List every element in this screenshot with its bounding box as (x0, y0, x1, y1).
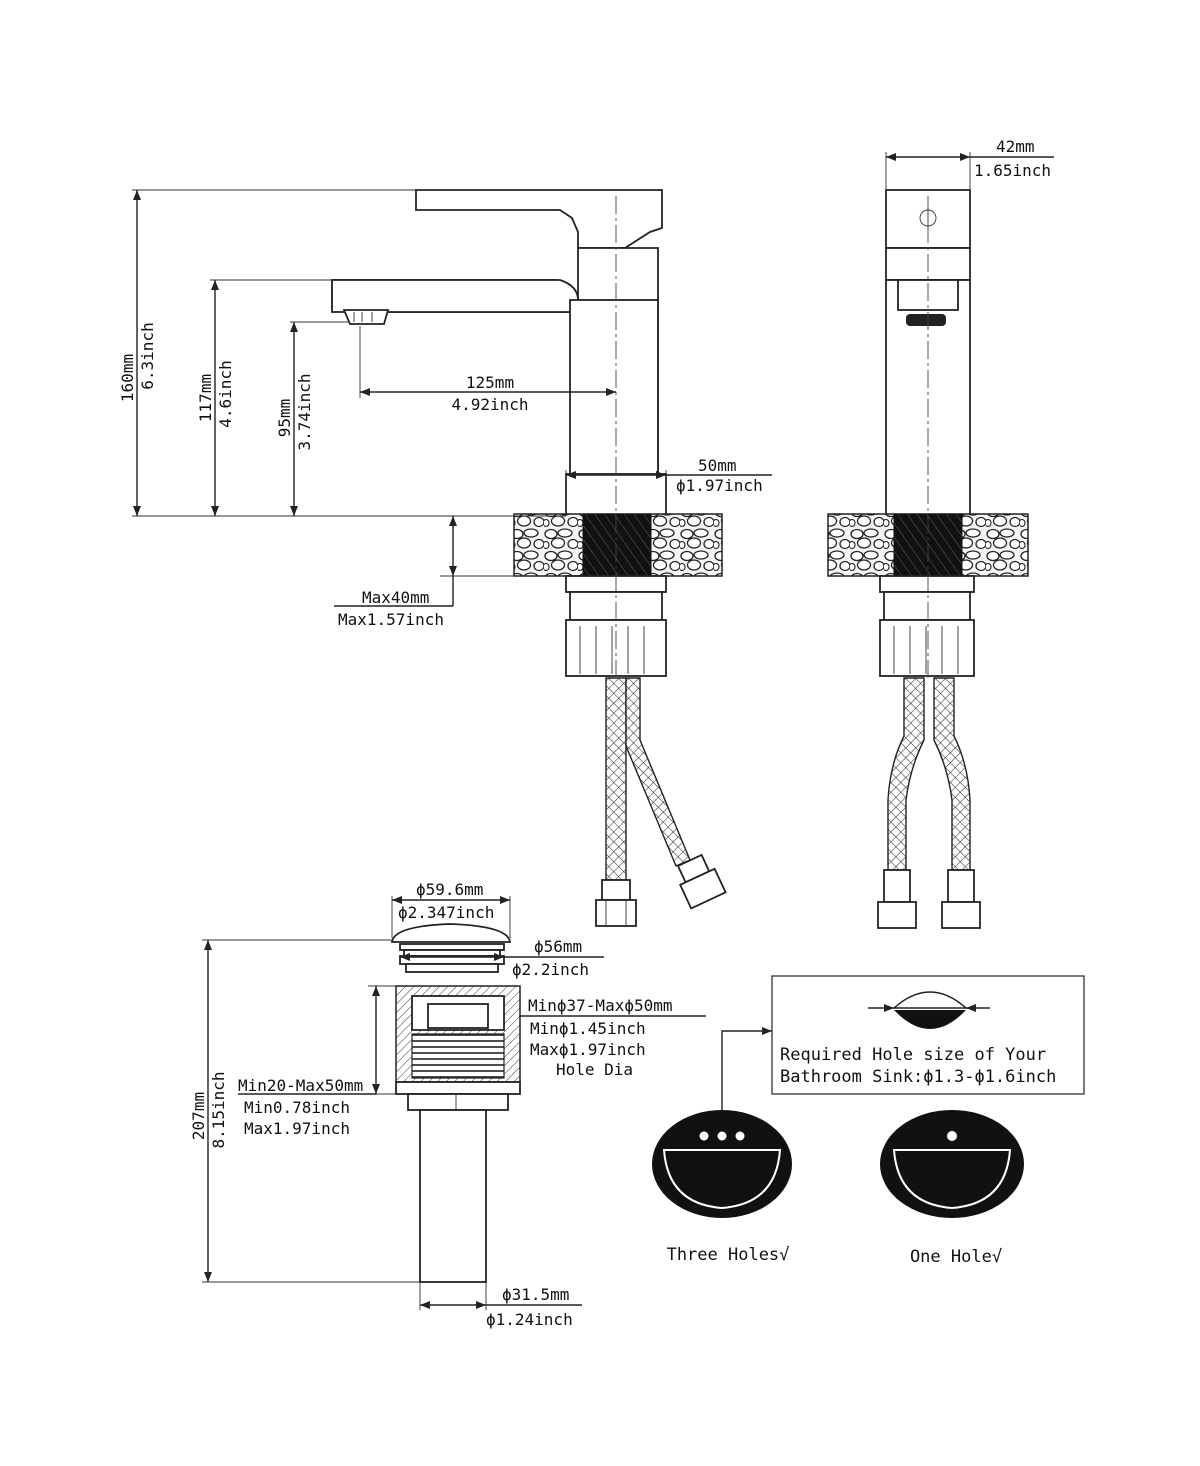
drain-cap (390, 923, 512, 943)
faucet-front-view (331, 189, 727, 927)
dim-flange-inch: ϕ2.2inch (512, 960, 589, 979)
faucet-aerator (342, 309, 390, 325)
dim-thickness-line2: Min0.78inch (244, 1098, 350, 1117)
hole-size-note (721, 975, 1085, 1124)
side-hose-left (887, 677, 925, 871)
dim-height-total-inch: 6.3inch (138, 322, 157, 389)
supply-hose-left (605, 677, 627, 881)
dim-hole-line2: Minϕ1.45inch (530, 1019, 646, 1038)
drain-nut (395, 1081, 521, 1095)
dim-side-width-mm: 42mm (996, 137, 1035, 156)
drain-tailpiece (419, 1109, 487, 1283)
dim-drain-height-inch: 8.15inch (209, 1071, 228, 1148)
side-hose-right (933, 677, 971, 871)
faucet-hole-icon (717, 1131, 727, 1141)
side-aerator (906, 314, 946, 326)
dim-hole-line1: Minϕ37-Maxϕ50mm (528, 996, 673, 1015)
dim-reach-inch: 4.92inch (451, 395, 528, 414)
hole-note-line2: Bathroom Sink:ϕ1.3-ϕ1.6inch (780, 1067, 1056, 1087)
dim-base-mm: 50mm (698, 456, 737, 475)
dim-deck-inch: Max1.57inch (338, 610, 444, 629)
drain-thread (411, 1033, 505, 1079)
mount-shank-dark (582, 513, 652, 577)
faucet-hole-icon (735, 1131, 745, 1141)
dim-cap-inch: ϕ2.347inch (398, 903, 494, 922)
dim-thickness-line1: Min20-Max50mm (238, 1076, 363, 1095)
drain-dimensions (202, 896, 706, 1310)
faucet-hole-icon (947, 1131, 957, 1141)
supply-hose-right (625, 677, 691, 867)
dim-flange-mm: ϕ56mm (534, 937, 582, 956)
sink-hole-section (894, 1010, 966, 1029)
dim-outlet-height-mm: 95mm (275, 399, 294, 438)
dim-height-total-mm: 160mm (118, 354, 137, 402)
dim-side-width-inch: 1.65inch (974, 161, 1051, 180)
faucet-side-view (827, 189, 1029, 929)
sink-one-hole (880, 1110, 1024, 1218)
drain-assembly (390, 923, 521, 1283)
dim-hole-line3: Maxϕ1.97inch (530, 1040, 646, 1059)
dim-spout-height-inch: 4.6inch (216, 360, 235, 427)
faucet-hole-icon (699, 1131, 709, 1141)
dim-tail-mm: ϕ31.5mm (502, 1285, 569, 1304)
dim-outlet-height-inch: 3.74inch (295, 373, 314, 450)
side-dimensions (885, 152, 1054, 190)
dim-spout-height-mm: 117mm (196, 374, 215, 422)
caption-three-holes: Three Holes√ (667, 1245, 790, 1265)
dim-tail-inch: ϕ1.24inch (486, 1310, 573, 1329)
dim-thickness-line3: Max1.97inch (244, 1119, 350, 1138)
faucet-lever (415, 189, 663, 249)
dim-reach-mm: 125mm (466, 373, 514, 392)
caption-one-hole: One Hole√ (910, 1247, 1002, 1267)
hole-note-line1: Required Hole size of Your (780, 1045, 1046, 1065)
front-dimensions (132, 189, 772, 607)
dim-deck-mm: Max40mm (362, 588, 429, 607)
dim-cap-mm: ϕ59.6mm (416, 880, 483, 899)
sink-three-holes (652, 1110, 792, 1218)
dim-hole-line4: Hole Dia (556, 1060, 633, 1079)
dim-base-inch: ϕ1.97inch (676, 476, 763, 495)
dim-drain-height-mm: 207mm (189, 1092, 208, 1140)
